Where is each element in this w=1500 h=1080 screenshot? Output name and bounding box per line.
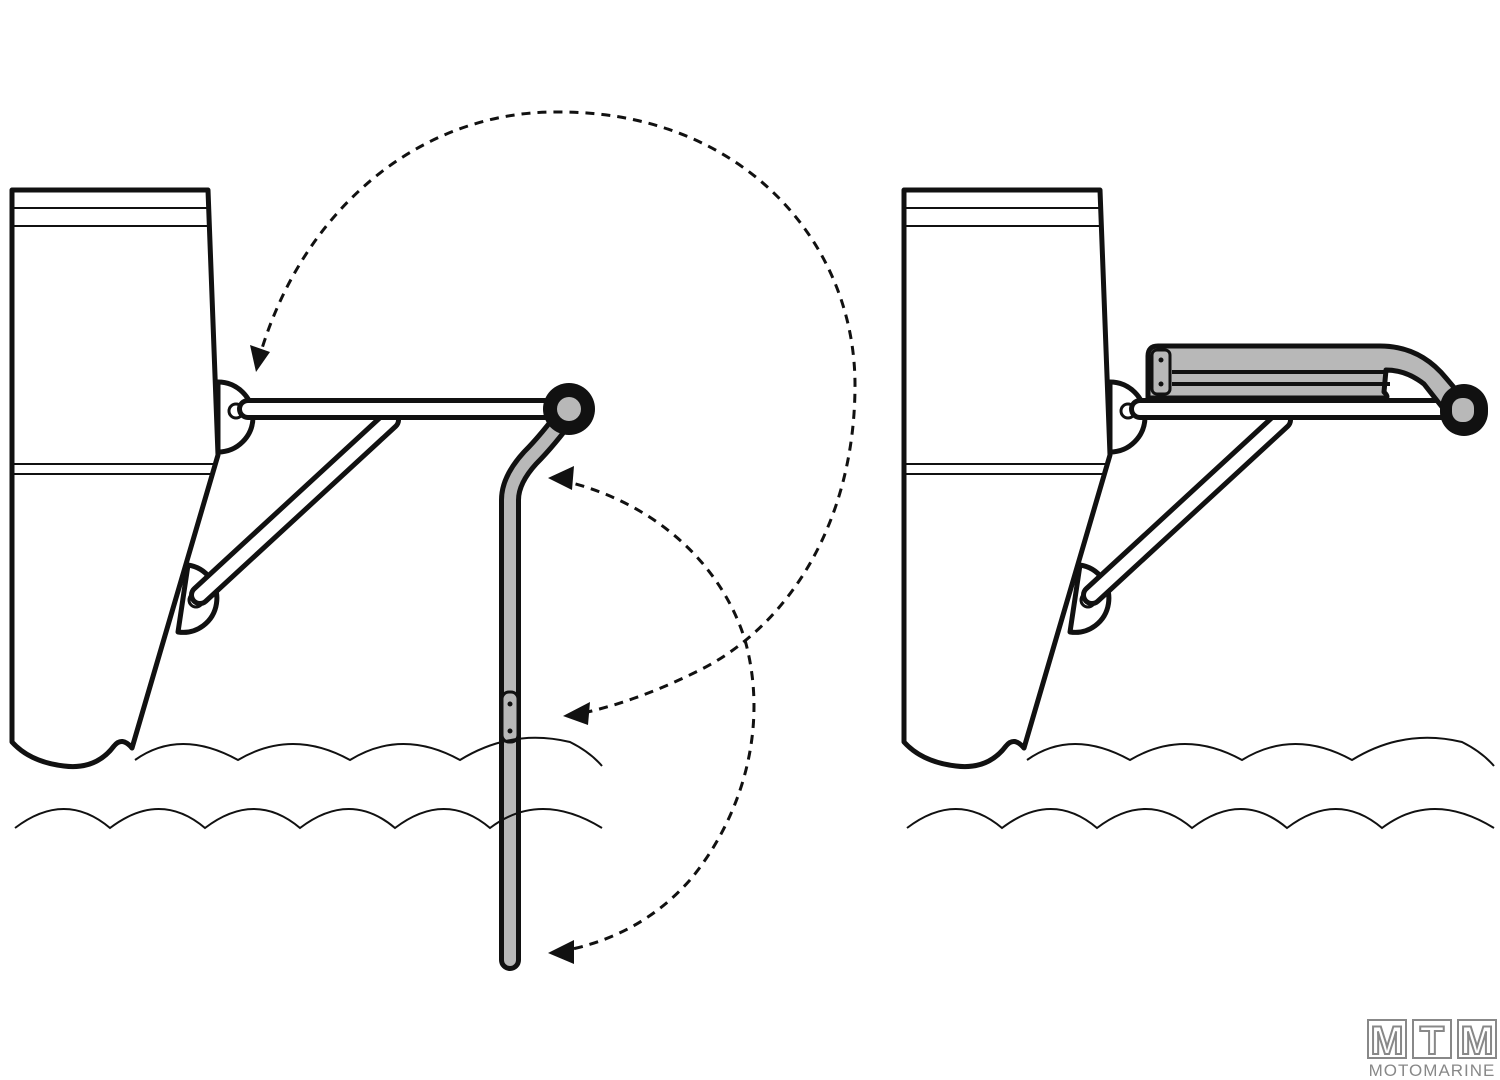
left-motion-arrows xyxy=(250,110,857,964)
arrow-to-ladder-top-icon xyxy=(548,466,574,490)
arrow-to-ladder-mid-icon xyxy=(563,702,590,725)
left-diagonal-brace xyxy=(189,409,401,606)
right-hull xyxy=(901,187,1113,770)
arrow-to-ladder-bottom-icon xyxy=(548,940,574,964)
logo-letter-3: M xyxy=(1460,1019,1493,1063)
left-hinge-knob xyxy=(543,383,595,435)
motomarine-logo: M T M MOTOMARINE xyxy=(1367,1018,1497,1080)
right-diagonal-brace xyxy=(1081,409,1293,606)
left-panel xyxy=(9,110,857,971)
left-hull xyxy=(9,187,221,770)
left-ladder-tube xyxy=(499,399,581,971)
right-water-waves xyxy=(906,736,1495,830)
logo-letter-1: M xyxy=(1370,1019,1403,1063)
logo-wordmark: MOTOMARINE xyxy=(1369,1061,1496,1080)
logo-letter-2: T xyxy=(1420,1019,1444,1063)
right-panel xyxy=(901,187,1495,830)
left-water-waves xyxy=(14,736,603,830)
right-stowed-ladder xyxy=(1145,343,1471,415)
arrow-into-hull-icon xyxy=(250,345,270,372)
right-hinge-knob xyxy=(1440,384,1488,436)
